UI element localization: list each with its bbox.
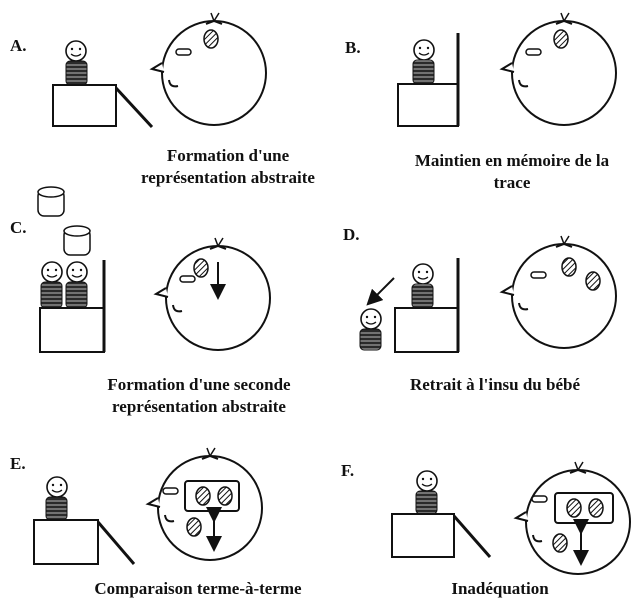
- caption-line: Maintien en mémoire de la: [414, 151, 610, 170]
- panel-b-letter: B.: [345, 38, 361, 57]
- memory-representation: [195, 486, 211, 506]
- caption-line: représentation abstraite: [141, 168, 315, 187]
- memory-representation: [553, 29, 569, 49]
- panel-f-caption: Inadéquation: [420, 578, 580, 600]
- removal-arrow-icon: [366, 277, 395, 306]
- panel-b-caption: Maintien en mémoire de la trace: [384, 150, 640, 194]
- panel-d-letter: D.: [343, 225, 360, 244]
- percept-representation: [552, 533, 568, 553]
- stage-box: [33, 519, 99, 565]
- panel-f-letter: F.: [341, 461, 355, 480]
- memory-representation: [203, 29, 219, 49]
- comparison-frame: [554, 492, 614, 524]
- panel-e-illustration: [33, 447, 263, 565]
- infant-head: [153, 237, 271, 351]
- stage-box: [39, 307, 105, 353]
- stage-box: [52, 84, 117, 127]
- memory-representation: [588, 498, 604, 518]
- panel-d-caption: Retrait à l'insu du bébé: [380, 374, 610, 396]
- panel-c-illustration: [37, 186, 271, 353]
- caption-line: Retrait à l'insu du bébé: [409, 375, 581, 394]
- memory-representation: [585, 271, 601, 291]
- caption-line: Formation d'une seconde: [107, 375, 291, 394]
- stage-box: [397, 83, 459, 127]
- panel-b-illustration: [397, 12, 617, 127]
- stage-box: [394, 307, 459, 353]
- panel-c-letter: C.: [10, 218, 27, 237]
- panel-e-caption: Comparaison terme-à-terme: [58, 578, 338, 600]
- doll-figure: [40, 261, 63, 309]
- screen-lowered: [114, 86, 154, 129]
- doll-figure: [45, 476, 68, 521]
- falling-doll: [63, 225, 91, 256]
- memory-representation: [193, 258, 209, 278]
- infant-head: [149, 12, 267, 126]
- screen-lowered: [96, 521, 136, 565]
- doll-figure: [412, 39, 435, 85]
- panel-c-caption: Formation d'une seconde représentation a…: [74, 374, 324, 418]
- incoming-doll: [37, 186, 65, 217]
- caption-line: Formation d'une: [166, 146, 290, 165]
- memory-representation: [561, 257, 577, 277]
- infant-head: [145, 447, 263, 561]
- stage-box: [391, 513, 455, 558]
- percept-representation: [186, 517, 202, 537]
- infant-head: [499, 235, 617, 349]
- doll-figure: [65, 40, 88, 86]
- infant-head: [513, 461, 631, 575]
- panel-e-letter: E.: [10, 454, 26, 473]
- doll-figure: [411, 263, 434, 309]
- panel-a-letter: A.: [10, 36, 27, 55]
- panel-f-illustration: [391, 461, 631, 575]
- doll-figure: [65, 261, 88, 309]
- panel-a-illustration: [52, 12, 267, 129]
- caption-line: représentation abstraite: [112, 397, 286, 416]
- memory-representation: [217, 486, 233, 506]
- caption-line: trace: [493, 173, 531, 192]
- doll-figure: [415, 470, 438, 515]
- memory-representation: [566, 498, 582, 518]
- removed-doll: [359, 308, 382, 351]
- caption-line: Inadéquation: [451, 579, 549, 598]
- infant-head: [499, 12, 617, 126]
- screen-lowered: [452, 515, 492, 558]
- panel-a-caption: Formation d'une représentation abstraite: [108, 145, 348, 189]
- panel-d-illustration: [359, 235, 617, 353]
- caption-line: Comparaison terme-à-terme: [94, 579, 302, 598]
